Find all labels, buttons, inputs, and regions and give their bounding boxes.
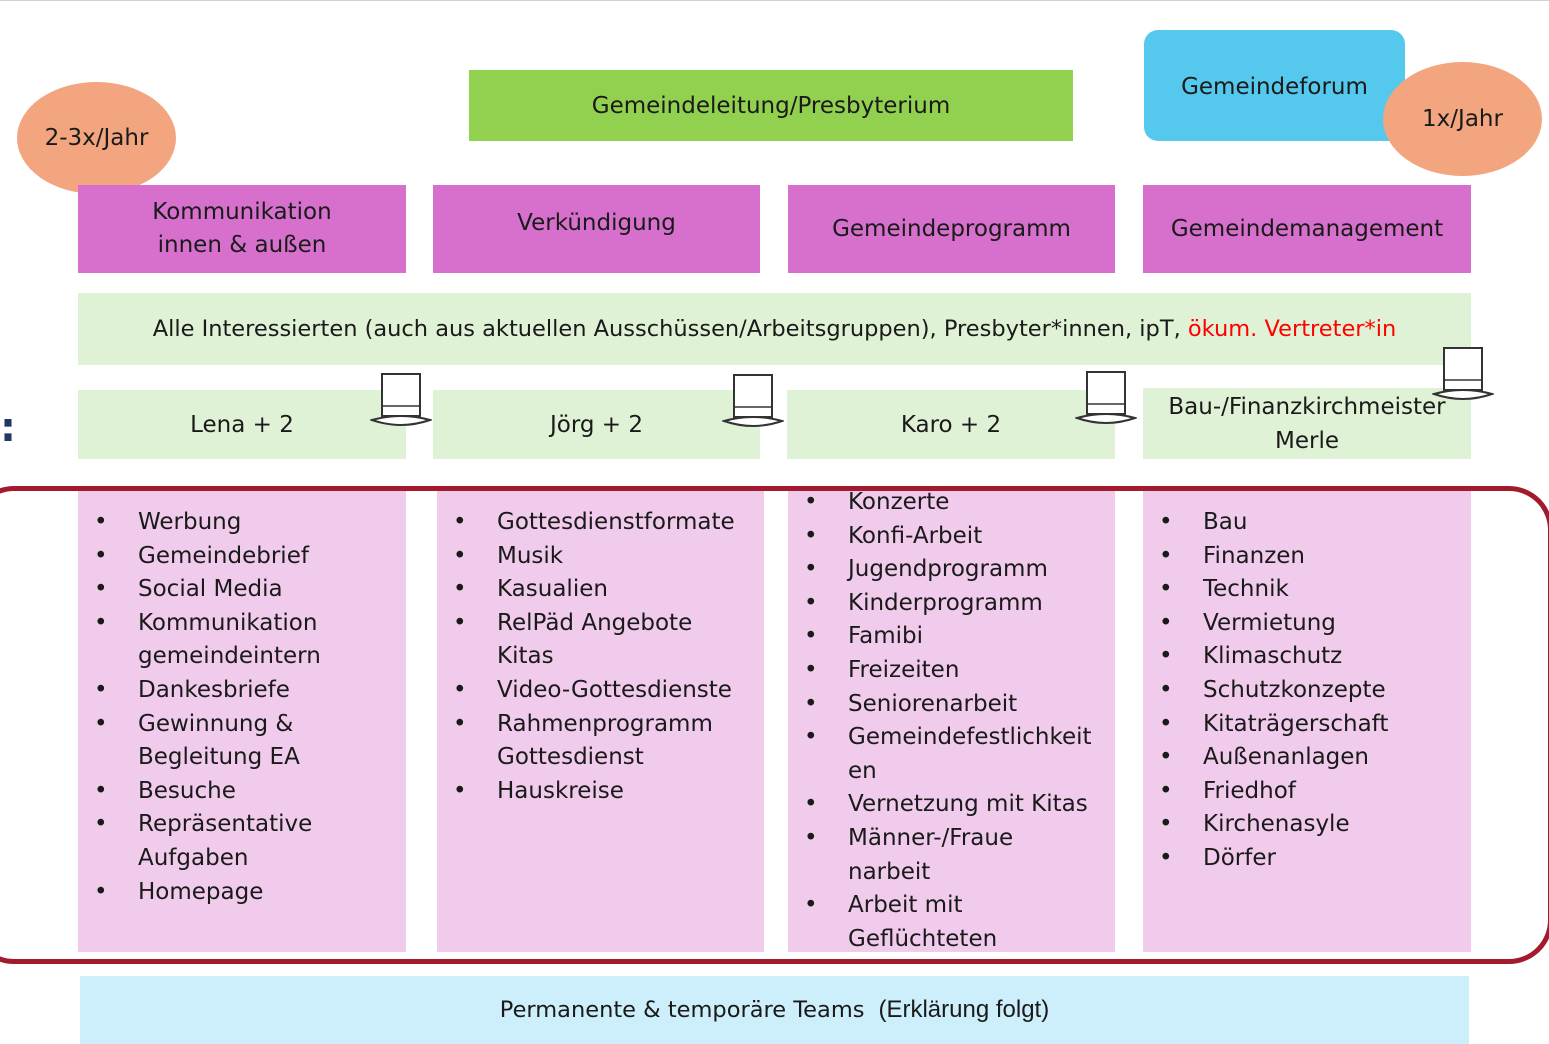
task-list-gemeindeprogramm: Konzerte Konfi-Arbeit Jugendprogramm Kin… bbox=[788, 486, 1115, 952]
list-item: Rahmenprogramm Gottesdienst bbox=[437, 708, 747, 775]
footer-main-text: Permanente & temporäre Teams bbox=[499, 997, 865, 1023]
footer-note-text: (Erklärung folgt) bbox=[878, 996, 1050, 1023]
lead-label-4-line2: Merle bbox=[1275, 427, 1339, 454]
frequency-label-forum: 1x/Jahr bbox=[1422, 106, 1503, 132]
list-item: Außenanlagen bbox=[1143, 741, 1471, 775]
list-item: Schutzkonzepte bbox=[1143, 674, 1471, 708]
list-item: Dankesbriefe bbox=[78, 674, 406, 708]
gemeindeleitung-label: Gemeindeleitung/Presbyterium bbox=[591, 92, 951, 119]
task-items-gemeindeprogramm: Konzerte Konfi-Arbeit Jugendprogramm Kin… bbox=[788, 486, 1115, 956]
list-item: Werbung bbox=[78, 506, 406, 540]
alle-main-text: Alle Interessierten (auch aus aktuellen … bbox=[152, 316, 1181, 342]
list-item: Klimaschutz bbox=[1143, 640, 1471, 674]
list-item: Hauskreise bbox=[437, 775, 764, 809]
task-list-verkuendigung: Gottesdienstformate Musik Kasualien RelP… bbox=[437, 490, 764, 952]
lead-label-3: Karo + 2 bbox=[900, 411, 1002, 438]
list-item: Seniorenarbeit bbox=[788, 688, 1115, 722]
list-item: Jugendprogramm bbox=[788, 553, 1115, 587]
teams-highlight-frame bbox=[0, 486, 1549, 964]
bereich-kommunikation: Kommunikation innen & außen bbox=[78, 185, 406, 273]
frequency-ellipse-leitung: 2-3x/Jahr bbox=[17, 82, 176, 194]
gemeindeleitung-box: Gemeindeleitung/Presbyterium bbox=[469, 70, 1073, 141]
alle-interessierten-bar: Alle Interessierten (auch aus aktuellen … bbox=[78, 293, 1471, 365]
list-item: Homepage bbox=[78, 876, 406, 910]
list-item: Friedhof bbox=[1143, 775, 1471, 809]
list-item: Dörfer bbox=[1143, 842, 1471, 876]
list-item: Repräsentative Aufgaben bbox=[78, 808, 368, 875]
alle-interessierten-text: Alle Interessierten (auch aus aktuellen … bbox=[153, 316, 1397, 342]
lead-box-2: Jörg + 2 bbox=[433, 390, 760, 459]
list-item: Kommunikation gemeindeintern bbox=[78, 607, 368, 674]
list-item: Gewinnung & Begleitung EA bbox=[78, 708, 348, 775]
list-item: Besuche bbox=[78, 775, 406, 809]
list-item: Social Media bbox=[78, 573, 406, 607]
list-item: Gemeindebrief bbox=[78, 540, 406, 574]
list-item: Vernetzung mit Kitas bbox=[788, 788, 1115, 822]
list-item: Gemeindefestlichkeiten bbox=[788, 721, 1103, 788]
list-item: Bau bbox=[1143, 506, 1471, 540]
bereich-gemeindeprogramm: Gemeindeprogramm bbox=[788, 185, 1115, 273]
lead-box-1: Lena + 2 bbox=[78, 390, 406, 459]
task-items-verkuendigung: Gottesdienstformate Musik Kasualien RelP… bbox=[437, 506, 764, 808]
side-colon-mark: : bbox=[0, 405, 16, 451]
list-item: Finanzen bbox=[1143, 540, 1471, 574]
list-item: Konfi-Arbeit bbox=[788, 520, 1115, 554]
alle-highlight-text: ökum. Vertreter*in bbox=[1187, 316, 1397, 342]
lead-box-3: Karo + 2 bbox=[787, 390, 1115, 459]
list-item: Musik bbox=[437, 540, 764, 574]
top-hat-icon bbox=[1075, 371, 1137, 424]
list-item: Konzerte bbox=[788, 486, 1115, 520]
list-item: Gottesdienstformate bbox=[437, 506, 764, 540]
top-hat-icon bbox=[370, 373, 432, 426]
list-item: Vermietung bbox=[1143, 607, 1471, 641]
bereich-gemeindemanagement: Gemeindemanagement bbox=[1143, 185, 1471, 273]
list-item: Arbeit mit Geflüchteten bbox=[788, 889, 1028, 956]
list-item: RelPäd Angebote Kitas bbox=[437, 607, 727, 674]
task-items-kommunikation: Werbung Gemeindebrief Social Media Kommu… bbox=[78, 506, 406, 909]
bereich-verkuendigung: Verkündigung bbox=[433, 185, 760, 273]
list-item: Video-Gottesdienste bbox=[437, 674, 764, 708]
list-item: Kasualien bbox=[437, 573, 764, 607]
list-item: Männer-/Frauenarbeit bbox=[788, 822, 1018, 889]
gemeindeforum-box: Gemeindeforum bbox=[1144, 30, 1405, 141]
list-item: Kinderprogramm bbox=[788, 587, 1115, 621]
list-item: Kirchenasyle bbox=[1143, 808, 1471, 842]
top-hat-icon bbox=[1432, 347, 1494, 400]
bereich-label-verkuendigung: Verkündigung bbox=[517, 209, 676, 236]
bereich-label-kommunikation: Kommunikation innen & außen bbox=[152, 199, 332, 258]
list-item: Kitaträgerschaft bbox=[1143, 708, 1471, 742]
task-list-gemeindemanagement: Bau Finanzen Technik Vermietung Klimasch… bbox=[1143, 490, 1471, 952]
lead-box-4: Bau-/Finanzkirchmeister Merle bbox=[1143, 388, 1471, 459]
task-list-kommunikation: Werbung Gemeindebrief Social Media Kommu… bbox=[78, 490, 406, 952]
list-item: Freizeiten bbox=[788, 654, 1115, 688]
task-items-gemeindemanagement: Bau Finanzen Technik Vermietung Klimasch… bbox=[1143, 506, 1471, 876]
bereich-label-gemeindemanagement: Gemeindemanagement bbox=[1170, 215, 1444, 242]
list-item: Technik bbox=[1143, 573, 1471, 607]
top-hat-icon bbox=[722, 374, 784, 427]
frequency-ellipse-forum: 1x/Jahr bbox=[1383, 62, 1542, 176]
lead-label-1: Lena + 2 bbox=[190, 411, 294, 438]
frequency-label-leitung: 2-3x/Jahr bbox=[44, 125, 149, 151]
top-divider bbox=[0, 0, 1549, 4]
lead-label-4-line1: Bau-/Finanzkirchmeister bbox=[1168, 393, 1446, 420]
teams-footer-bar: Permanente & temporäre Teams (Erklärung … bbox=[80, 976, 1469, 1044]
bereich-label-gemeindeprogramm: Gemeindeprogramm bbox=[832, 215, 1071, 242]
lead-label-2: Jörg + 2 bbox=[549, 411, 644, 438]
gemeindeforum-label: Gemeindeforum bbox=[1181, 74, 1368, 100]
list-item: Famibi bbox=[788, 620, 1115, 654]
